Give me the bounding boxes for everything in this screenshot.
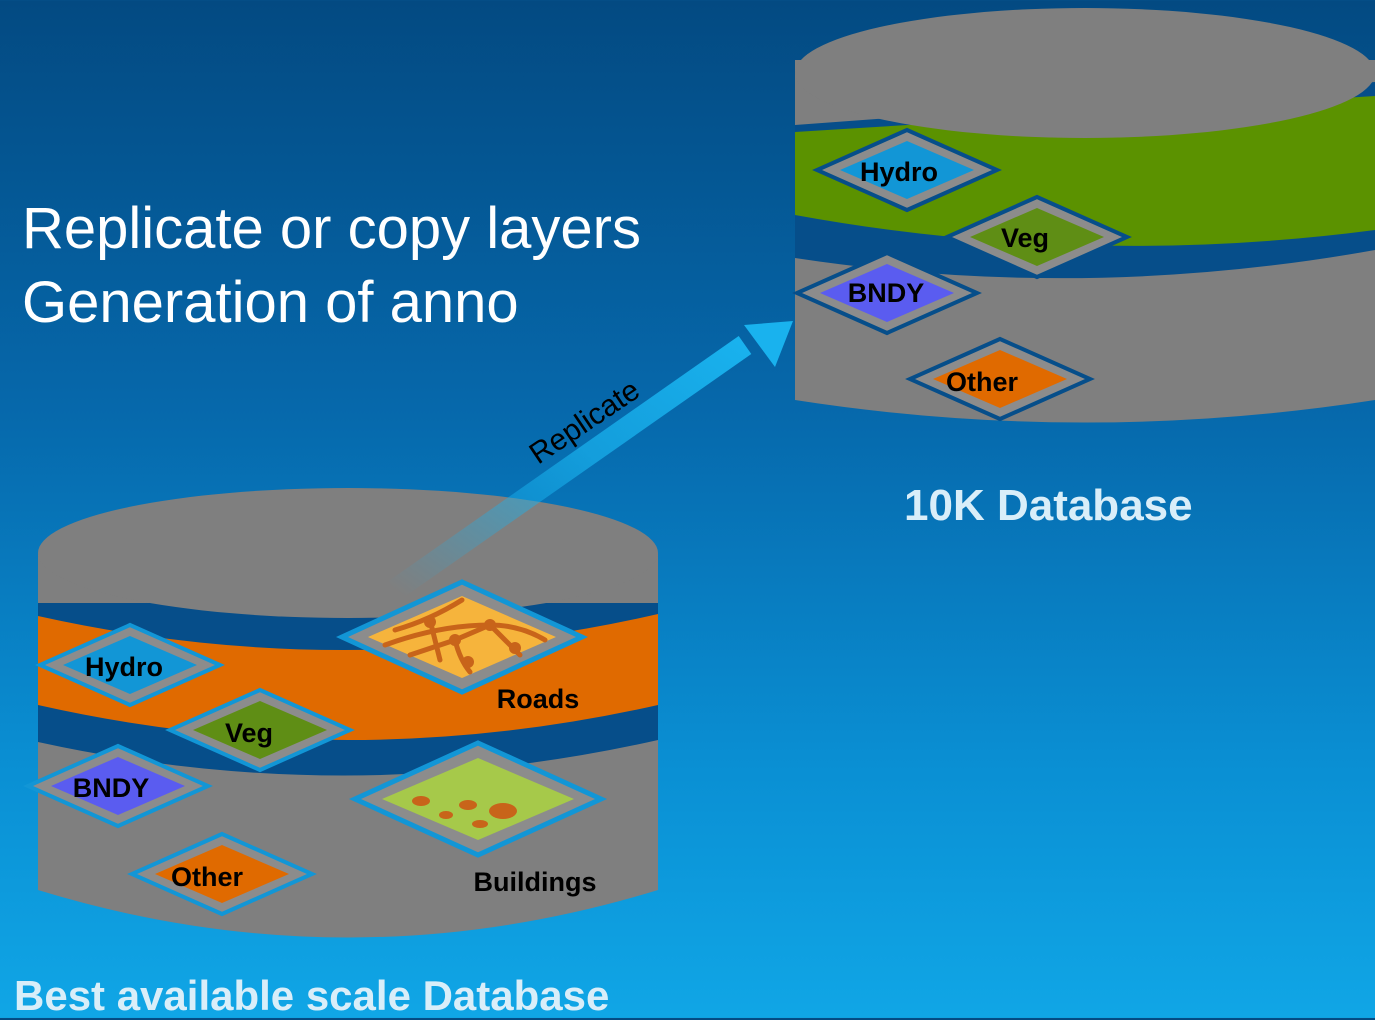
source-cylinder-top — [38, 488, 658, 618]
source-layer-bndy: BNDY — [23, 743, 213, 829]
roads-map-tile: Roads — [335, 579, 589, 714]
source-database-caption: Best available scale Database — [14, 972, 610, 1019]
target-layer-bndy: BNDY — [792, 250, 982, 336]
source-veg-label: Veg — [225, 718, 273, 748]
headline-line-2: Generation of anno — [22, 270, 519, 335]
source-bndy-label: BNDY — [73, 773, 150, 803]
target-layer-other: Other — [905, 336, 1095, 422]
target-hydro-label: Hydro — [860, 157, 938, 187]
headline: Replicate or copy layers Generation of a… — [22, 192, 641, 340]
source-hydro-label: Hydro — [85, 652, 163, 682]
target-other-label: Other — [946, 367, 1019, 397]
target-database-cylinder — [795, 8, 1375, 423]
source-layer-hydro: Hydro — [35, 622, 225, 708]
target-database-caption: 10K Database — [904, 481, 1193, 530]
buildings-label: Buildings — [474, 867, 597, 897]
target-veg-label: Veg — [1001, 223, 1049, 253]
source-layer-other: Other — [127, 831, 317, 917]
headline-line-1: Replicate or copy layers — [22, 196, 641, 261]
buildings-map-tile: Buildings — [348, 740, 608, 897]
source-other-label: Other — [171, 862, 244, 892]
target-layer-hydro: Hydro — [812, 127, 1002, 213]
source-layer-veg: Veg — [165, 687, 355, 773]
buildings-footprint-icon — [412, 796, 517, 828]
replicate-arrowhead — [744, 321, 793, 367]
roads-node-dots — [424, 616, 521, 668]
target-bndy-label: BNDY — [848, 278, 925, 308]
target-cylinder-top — [795, 8, 1375, 138]
target-layer-veg: Veg — [942, 194, 1132, 280]
target-band-green — [795, 96, 1375, 246]
roads-label: Roads — [497, 684, 580, 714]
